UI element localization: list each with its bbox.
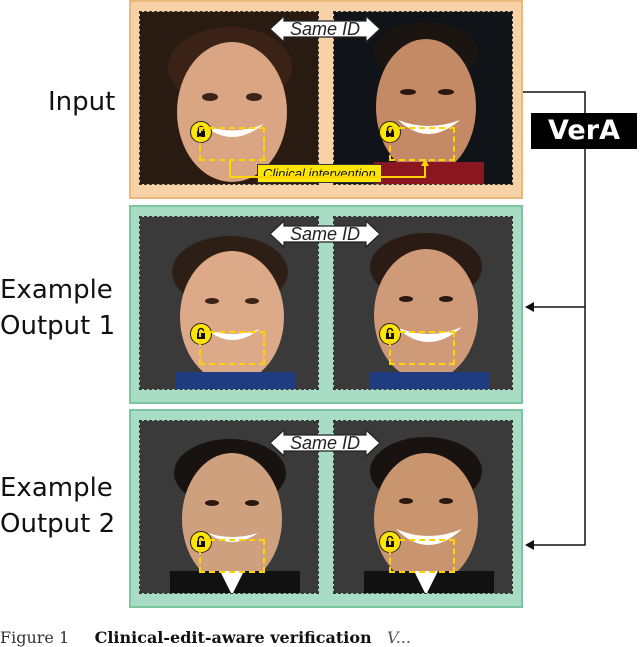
row-label-input: Input xyxy=(48,87,116,117)
same-id-arrow: Same ID xyxy=(269,219,381,249)
lock-icon xyxy=(190,531,212,553)
mouth-region-box xyxy=(199,331,265,365)
row-label-output-2: Example Output 2 xyxy=(0,473,116,539)
arrow-left-icon xyxy=(525,302,534,312)
mouth-region-box xyxy=(199,539,265,573)
lock-icon xyxy=(190,323,212,345)
mouth-region-box xyxy=(199,127,265,161)
input-panel: Same ID xyxy=(129,0,523,199)
mouth-region-box xyxy=(389,539,455,573)
output-1-face-right xyxy=(333,216,513,390)
arrow-left-icon xyxy=(525,540,534,550)
output-1-panel: Same ID xyxy=(129,205,523,404)
same-id-label: Same ID xyxy=(289,19,361,39)
lock-icon xyxy=(190,121,212,143)
input-face-right xyxy=(333,11,513,185)
row-label-output-1: Example Output 1 xyxy=(0,275,116,341)
output-1-face-left xyxy=(139,216,319,390)
same-id-label: Same ID xyxy=(289,224,361,244)
vera-label: VerA xyxy=(531,113,637,149)
mouth-region-box xyxy=(389,331,455,365)
arrow-up-icon xyxy=(421,159,429,166)
input-face-left xyxy=(139,11,319,185)
same-id-label: Same ID xyxy=(289,433,361,453)
figure-caption: Figure 1 Clinical-edit-aware verificatio… xyxy=(0,628,411,647)
same-id-arrow: Same ID xyxy=(269,14,381,44)
same-id-arrow: Same ID xyxy=(269,428,381,458)
mouth-region-box xyxy=(389,127,455,161)
output-2-panel: Same ID xyxy=(129,409,523,608)
